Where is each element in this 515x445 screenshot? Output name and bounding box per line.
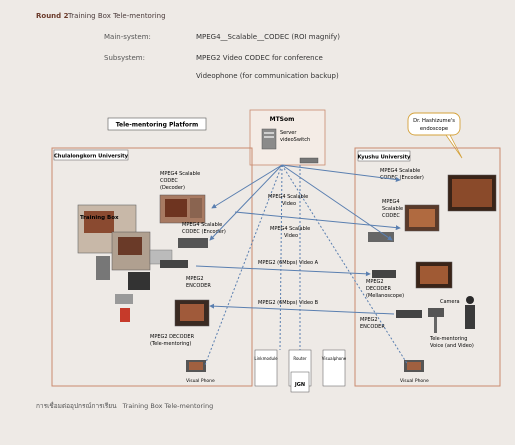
network-stack bbox=[254, 349, 346, 393]
chula-mpeg4-a-line2: CODEC bbox=[160, 178, 178, 184]
dr-note-line2: endoscope bbox=[420, 126, 448, 132]
ky-mpeg4-a-line1: MPEG4 Scalable bbox=[380, 168, 420, 174]
round-label: Round 2 bbox=[36, 12, 69, 20]
ky-mpeg2-decoder-monitor bbox=[372, 261, 453, 289]
ky-mpeg4-codec-monitor bbox=[368, 204, 440, 242]
camera-label: Camera bbox=[440, 299, 460, 305]
main-system-label: Main-system: bbox=[104, 33, 151, 41]
scalable-video-2-sub: Video bbox=[284, 233, 298, 239]
chula-frame bbox=[51, 147, 253, 387]
training-box-label: Training Box bbox=[80, 215, 119, 221]
chula-label-box bbox=[53, 149, 129, 161]
mtsom-label: MTSom bbox=[270, 116, 295, 123]
ky-endoscope-monitor bbox=[447, 174, 497, 212]
subsystem-value-1: MPEG2 Video CODEC for conference bbox=[196, 54, 323, 62]
mpeg2-video-b: MPEG2 (6Mbps) Video B bbox=[258, 300, 319, 306]
jgn-label: JGN bbox=[294, 382, 305, 388]
ky-mpeg4-b-line3: CODEC bbox=[382, 213, 400, 219]
chula-label: Chulalongkorn University bbox=[54, 154, 129, 160]
chula-mpeg2-encoder-device bbox=[160, 260, 188, 268]
chula-mpeg2-enc-line1: MPEG2 bbox=[186, 276, 204, 282]
scalable-video-2: MPEG4 Scalable bbox=[270, 226, 310, 232]
visual-phone-left-icon bbox=[186, 360, 206, 372]
ky-mpeg4-b-line2: Scalable bbox=[382, 206, 403, 212]
ky-mpeg2-dec-line1: MPEG2 bbox=[366, 279, 384, 285]
chula-monitor bbox=[115, 272, 150, 322]
caption-english: Training Box Tele-mentoring bbox=[122, 402, 214, 410]
kyushu-label-box bbox=[357, 150, 411, 162]
visual-phone-right-label: Visual Phone bbox=[400, 378, 429, 384]
subsystem-label: Subsystem: bbox=[104, 54, 145, 62]
camera-icon bbox=[428, 308, 444, 333]
server-icon bbox=[261, 128, 277, 150]
training-box-equipment bbox=[77, 204, 151, 280]
chula-mpeg4-b-line1: MPEG4 Scalable bbox=[182, 222, 222, 228]
visual-phone-left-label: Visual Phone bbox=[186, 378, 215, 384]
ky-mpeg4-b-line1: MPEG4 bbox=[382, 199, 400, 205]
kyushu-label: Kyushu University bbox=[358, 155, 412, 161]
ky-mpeg2-enc-line1: MPEG2 bbox=[360, 317, 378, 323]
mpeg2-video-a: MPEG2 (6Mbps) Video A bbox=[258, 260, 319, 266]
chula-mpeg4-decoder-monitor bbox=[159, 194, 206, 224]
dr-note-callout bbox=[407, 112, 463, 159]
person-figure bbox=[465, 296, 475, 329]
caption-thai: การเชื่อมต่ออุปกรณ์การเรียน bbox=[36, 402, 117, 410]
subsystem-value-2: Videophone (for communication backup) bbox=[196, 72, 339, 80]
tele-voice-line2: Voice (and Video) bbox=[430, 343, 474, 349]
ky-mpeg2-enc-line2: ENCODER bbox=[360, 324, 385, 330]
ky-mpeg2-dec-line2: DECODER bbox=[366, 286, 391, 292]
ky-mpeg4-a-line2: CODEC (Encoder) bbox=[380, 175, 424, 181]
connection-arrows bbox=[195, 164, 409, 366]
ky-mpeg2-dec-line3: (Mellanoscope) bbox=[366, 293, 404, 299]
ky-mpeg2-encoder-device bbox=[396, 310, 422, 318]
server-label: Server bbox=[280, 130, 297, 136]
chula-mpeg4-a-line1: MPEG4 Scalable bbox=[160, 171, 200, 177]
figure-caption: การเชื่อมต่ออุปกรณ์การเรียน Training Box… bbox=[36, 401, 217, 411]
server-sub-label: videoSwitch bbox=[280, 137, 310, 143]
section-title: Training Box Tele-mentoring bbox=[68, 12, 166, 20]
chula-mpeg4-a-line3: (Decoder) bbox=[160, 185, 185, 191]
chula-mpeg2-dec-sub: (Tele-mentoring) bbox=[150, 341, 191, 347]
chula-mpeg2-dec-label: MPEG2 DECODER bbox=[150, 334, 195, 340]
platform-label-box bbox=[107, 117, 207, 131]
router-icon bbox=[299, 157, 319, 164]
chula-mpeg2-decoder-monitor bbox=[174, 299, 210, 327]
chula-mpeg2-enc-line2: ENCODER bbox=[186, 283, 211, 289]
main-system-value: MPEG4__Scalable__CODEC (ROI magnify) bbox=[196, 33, 340, 41]
chula-mpeg4-b-line2: CODEC (Encoder) bbox=[182, 229, 226, 235]
dr-note-line1: Dr. Hashizume's bbox=[413, 118, 455, 124]
stack-label-visualphone: Visualphone bbox=[322, 356, 347, 361]
stack-label-router: Router bbox=[293, 356, 307, 361]
stack-label-linkmodule: Linkmodule bbox=[254, 356, 278, 361]
visual-phone-right-icon bbox=[404, 360, 424, 372]
tele-voice-line1: Tele-mentoring bbox=[429, 336, 467, 342]
scalable-video-1: MPEG4 Scalable bbox=[268, 194, 308, 200]
scalable-video-1-sub: Video bbox=[282, 201, 296, 207]
platform-label: Tele-mentoring Platform bbox=[116, 122, 199, 129]
kyushu-frame bbox=[354, 147, 501, 387]
